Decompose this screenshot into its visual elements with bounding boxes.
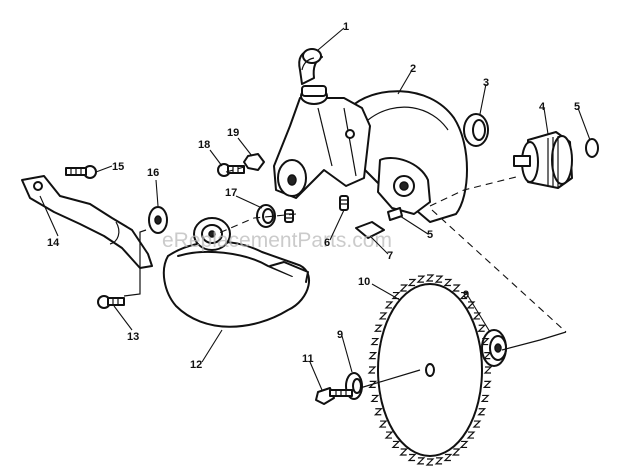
blade-tooth xyxy=(399,284,409,292)
callout-2: 2 xyxy=(410,63,416,75)
part-3-bearing xyxy=(463,113,489,147)
part-18-screw xyxy=(217,163,245,177)
callout-9-inner: 9 xyxy=(337,329,343,341)
blade-tooth xyxy=(482,380,492,388)
part-19-nut xyxy=(243,153,265,171)
blade-tooth xyxy=(472,420,482,428)
part-7-plate xyxy=(355,221,385,239)
blade-tooth xyxy=(477,324,487,332)
blade-tooth xyxy=(480,337,490,346)
leader-lines xyxy=(39,27,591,391)
blade-tooth xyxy=(399,448,409,456)
callout-labels: 1 2 3 4 5 5 6 7 9 9 10 11 12 13 14 15 16… xyxy=(47,21,580,371)
callout-14: 14 xyxy=(47,237,60,249)
blade-tooth xyxy=(373,408,383,416)
callout-3: 3 xyxy=(483,77,489,89)
part-11-arbor-bolt xyxy=(315,387,353,405)
callout-5-clip: 5 xyxy=(427,229,433,241)
blade-tooth xyxy=(384,301,394,309)
blade-tooth xyxy=(370,337,380,346)
blade-tooth xyxy=(472,312,482,320)
blade-tooth xyxy=(434,275,444,283)
callout-17: 17 xyxy=(225,187,237,199)
blade-tooth xyxy=(367,366,377,374)
blade-tooth xyxy=(480,394,490,403)
part-15-screw xyxy=(65,165,97,179)
part-5-clip xyxy=(387,207,403,221)
part-10-saw-blade xyxy=(367,274,493,466)
blade-tooth xyxy=(451,284,461,292)
part-6-pin xyxy=(284,195,349,223)
blade-tooth xyxy=(416,457,426,465)
blade-teeth xyxy=(367,274,493,466)
blade-tooth xyxy=(391,440,401,449)
blade-tooth xyxy=(443,453,453,462)
part-2-upper-guard xyxy=(349,90,468,223)
blade-tooth xyxy=(416,275,426,283)
blade-tooth xyxy=(434,457,444,465)
callout-10: 10 xyxy=(358,276,370,288)
blade-tooth xyxy=(407,453,417,462)
callout-7: 7 xyxy=(387,250,393,262)
part-4-armature xyxy=(513,131,573,189)
blade-tooth xyxy=(370,394,380,403)
watermark-text: eReplacementParts.com xyxy=(162,229,392,252)
callout-9-outer: 9 xyxy=(463,289,469,301)
blade-tooth xyxy=(384,431,394,439)
callout-12: 12 xyxy=(190,359,202,371)
blade-tooth xyxy=(425,458,435,466)
part-16-bushing xyxy=(148,206,168,234)
part-12-lower-guard xyxy=(162,217,310,328)
callout-19: 19 xyxy=(227,127,239,139)
callout-6: 6 xyxy=(324,237,330,249)
blade-tooth xyxy=(373,324,383,332)
callout-16: 16 xyxy=(147,167,159,179)
callout-5-ring: 5 xyxy=(574,101,580,113)
blade-tooth xyxy=(459,440,469,449)
blade-tooth xyxy=(451,448,461,456)
part-17-bushing xyxy=(256,204,276,228)
part-5-ring xyxy=(585,138,599,158)
assembly-lines xyxy=(123,165,567,389)
blade-tooth xyxy=(477,408,487,416)
part-13-screw xyxy=(97,295,125,309)
blade-tooth xyxy=(425,274,435,282)
part-1-elbow xyxy=(298,48,323,85)
callout-4: 4 xyxy=(539,101,546,113)
blade-tooth xyxy=(391,291,401,300)
blade-tooth xyxy=(483,366,493,374)
blade-tooth xyxy=(378,420,388,428)
part-14-linkage xyxy=(21,175,153,269)
blade-tooth xyxy=(466,431,476,439)
arm-housing xyxy=(273,85,371,199)
blade-tooth xyxy=(407,278,417,287)
callout-1: 1 xyxy=(343,21,349,33)
blade-tooth xyxy=(378,312,388,320)
callout-15: 15 xyxy=(112,161,124,173)
part-9-outer-washer xyxy=(481,329,507,367)
callout-13: 13 xyxy=(127,331,139,343)
blade-tooth xyxy=(368,352,378,360)
blade-tooth xyxy=(443,278,453,287)
callout-18: 18 xyxy=(198,139,210,151)
callout-11: 11 xyxy=(302,353,314,365)
blade-tooth xyxy=(459,291,469,300)
blade-tooth xyxy=(482,352,492,360)
